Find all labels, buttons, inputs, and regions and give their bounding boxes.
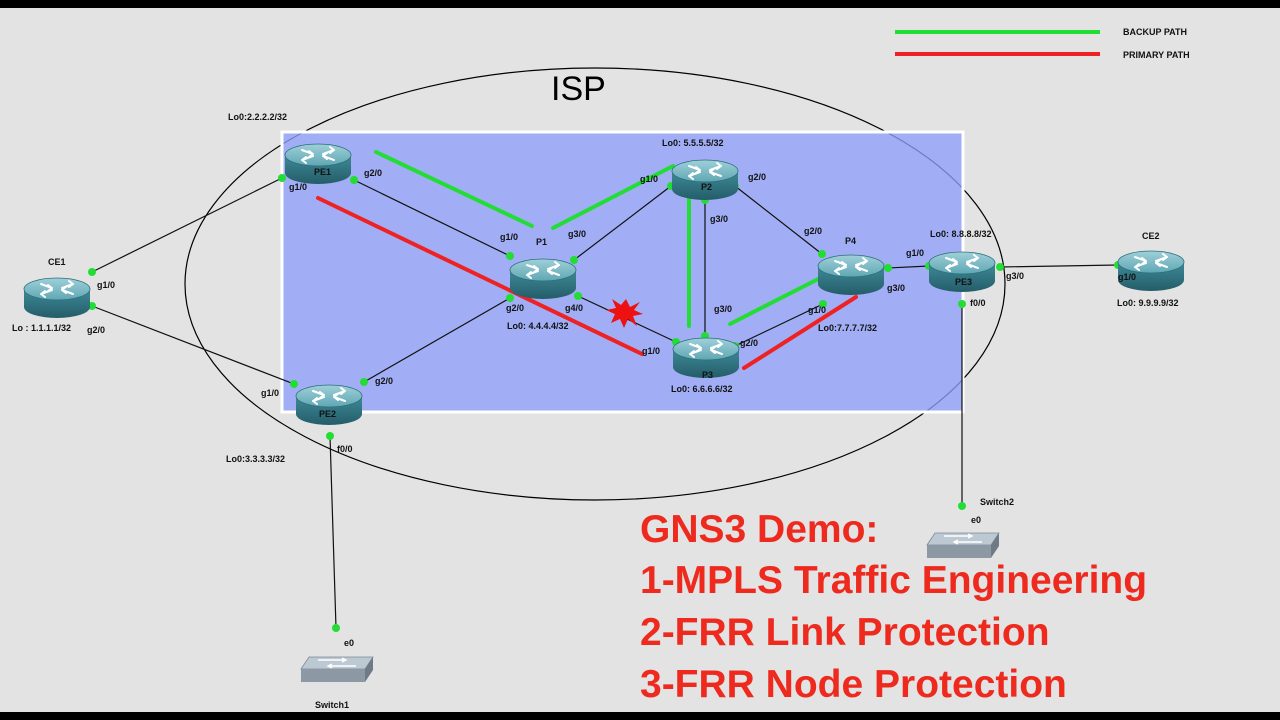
router-p1[interactable] — [509, 258, 577, 300]
backup-path — [374, 150, 830, 328]
demo-title-line-4: 3-FRR Node Protection — [640, 663, 1067, 706]
link-pe3-ce2 — [999, 264, 1119, 268]
link-p3-p4 — [734, 303, 824, 347]
svg-text:g2/0: g2/0 — [804, 226, 822, 236]
link-failure-burst-icon — [606, 299, 643, 328]
router-pe1[interactable] — [284, 143, 352, 185]
isp-cloud-ellipse — [184, 67, 1006, 501]
svg-text:g3/0: g3/0 — [1006, 271, 1024, 281]
loopback-ce1: Lo : 1.1.1.1/32 — [12, 323, 71, 333]
switch2[interactable] — [926, 532, 1000, 559]
primary-path — [316, 196, 858, 370]
link-pe2-switch1 — [329, 435, 337, 629]
link-pe1-p1 — [353, 179, 511, 257]
loopback-pe2: Lo0:3.3.3.3/32 — [226, 454, 285, 464]
link-p1-p2 — [573, 185, 672, 261]
svg-text:g2/0: g2/0 — [375, 376, 393, 386]
node-label-p2: P2 — [701, 182, 712, 192]
svg-text:g2/0: g2/0 — [748, 172, 766, 182]
loopback-p3: Lo0: 6.6.6.6/32 — [671, 384, 733, 394]
legend-primary-label: PRIMARY PATH — [1123, 50, 1190, 60]
svg-text:g2/0: g2/0 — [506, 303, 524, 313]
link-ce1-pe2 — [91, 305, 295, 385]
node-label-ce2: CE2 — [1142, 231, 1160, 241]
node-label-pe3: PE3 — [955, 277, 972, 287]
svg-text:e0: e0 — [344, 638, 354, 648]
loopback-pe3: Lo0: 8.8.8.8/32 — [930, 229, 992, 239]
loopback-p2: Lo0: 5.5.5.5/32 — [662, 138, 724, 148]
svg-text:g3/0: g3/0 — [568, 229, 586, 239]
svg-text:g2/0: g2/0 — [740, 338, 758, 348]
svg-text:g3/0: g3/0 — [714, 304, 732, 314]
svg-text:g3/0: g3/0 — [887, 283, 905, 293]
isp-cloud-label: ISP — [551, 70, 606, 108]
switch1[interactable] — [300, 656, 374, 683]
svg-text:g1/0: g1/0 — [261, 388, 279, 398]
svg-text:g1/0: g1/0 — [97, 280, 115, 290]
svg-text:g3/0: g3/0 — [710, 214, 728, 224]
svg-text:g1/0: g1/0 — [1118, 272, 1136, 282]
network-diagram: BACKUP PATH PRIMARY PATH ISP — [12, 27, 1190, 710]
svg-text:g1/0: g1/0 — [500, 232, 518, 242]
link-p4-pe3 — [887, 265, 930, 269]
svg-text:g2/0: g2/0 — [87, 325, 105, 335]
router-p4[interactable] — [817, 254, 885, 296]
node-label-ce1: CE1 — [48, 257, 66, 267]
svg-text:f0/0: f0/0 — [970, 298, 986, 308]
router-ce2[interactable] — [1117, 250, 1185, 292]
node-label-p1: P1 — [536, 237, 547, 247]
router-pe2[interactable] — [295, 384, 363, 426]
link-pe2-p1 — [363, 297, 511, 383]
loopback-pe1: Lo0:2.2.2.2/32 — [228, 112, 287, 122]
svg-text:g1/0: g1/0 — [289, 182, 307, 192]
loopback-p4: Lo0:7.7.7.7/32 — [818, 323, 877, 333]
node-label-pe2: PE2 — [319, 409, 336, 419]
svg-text:g1/0: g1/0 — [642, 346, 660, 356]
router-p2[interactable] — [671, 159, 739, 201]
svg-text:g1/0: g1/0 — [808, 305, 826, 315]
demo-title-line-1: GNS3 Demo: — [640, 508, 879, 551]
link-ce1-pe1 — [91, 177, 283, 273]
node-label-pe1: PE1 — [314, 167, 331, 177]
links — [91, 177, 1119, 629]
interface-labels: g2/0 g1/0 g1/0 g3/0 g2/0 g4/0 g1/0 g2/0 … — [87, 168, 1136, 648]
router-ce1[interactable] — [23, 277, 91, 319]
node-label-p4: P4 — [845, 236, 856, 246]
node-label-switch2: Switch2 — [980, 497, 1014, 507]
svg-text:g1/0: g1/0 — [906, 248, 924, 258]
loopback-p1: Lo0: 4.4.4.4/32 — [507, 321, 569, 331]
svg-text:g4/0: g4/0 — [565, 303, 583, 313]
demo-title-line-3: 2-FRR Link Protection — [640, 611, 1050, 654]
node-label-p3: P3 — [702, 370, 713, 380]
svg-text:g1/0: g1/0 — [640, 174, 658, 184]
legend-backup-label: BACKUP PATH — [1123, 27, 1187, 37]
svg-text:g2/0: g2/0 — [364, 168, 382, 178]
loopback-ce2: Lo0: 9.9.9.9/32 — [1117, 298, 1179, 308]
demo-title-line-2: 1-MPLS Traffic Engineering — [640, 559, 1148, 602]
svg-text:f0/0: f0/0 — [337, 444, 353, 454]
topology-canvas: BACKUP PATH PRIMARY PATH ISP — [0, 8, 1280, 712]
link-p2-p4 — [734, 185, 823, 255]
svg-text:e0: e0 — [971, 515, 981, 525]
node-label-switch1: Switch1 — [315, 700, 349, 710]
